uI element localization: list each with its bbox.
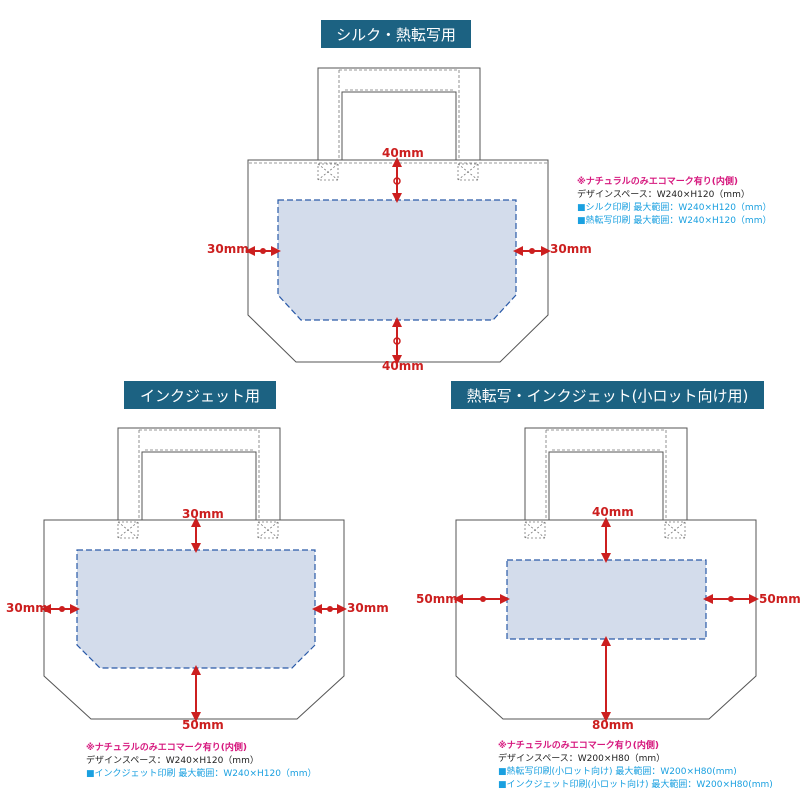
panel-2-title: インクジェット用 (124, 381, 276, 409)
panel-3-title: 熱転写・インクジェット(小ロット向け用) (451, 381, 764, 409)
bag-2 (41, 427, 347, 722)
bag-1-note-max-2: ■熱転写印刷 最大範囲：W240×H120（mm） (577, 216, 772, 226)
bag-3-label-left: 50mm (416, 592, 458, 606)
bag-1-label-top: 40mm (382, 146, 424, 160)
bag-1-attach-left (317, 163, 339, 181)
bag-1-note-max-1: ■シルク印刷 最大範囲：W240×H120（mm） (577, 203, 772, 213)
bag-2-design-area (76, 549, 316, 669)
bag-1-label-right: 30mm (550, 242, 592, 256)
bag-3-label-right: 50mm (759, 592, 800, 606)
bag-2-label-right: 30mm (347, 601, 389, 615)
bag-1-notes: ※ナチュラルのみエコマーク有り(内側) デザインスペース：W240×H120（m… (577, 176, 771, 228)
bag-2-note-space: デザインスペース：W240×H120（mm） (86, 756, 259, 766)
panel-1-title: シルク・熱転写用 (321, 20, 471, 48)
bag-3-note-eco: ※ナチュラルのみエコマーク有り(内側) (498, 741, 659, 751)
bag-3-note-space: デザインスペース：W200×H80（mm） (498, 754, 666, 764)
bag-1-note-eco: ※ナチュラルのみエコマーク有り(内側) (577, 177, 738, 187)
bag-3-note-max-2: ■インクジェット印刷(小ロット向け) 最大範囲：W200×H80(mm) (498, 780, 773, 790)
bag-2-note-max-1: ■インクジェット印刷 最大範囲：W240×H120（mm） (86, 769, 317, 779)
bag-3-design-area (506, 559, 707, 640)
bag-3-notes: ※ナチュラルのみエコマーク有り(内側) デザインスペース：W200×H80（mm… (498, 740, 773, 792)
bag-3-note-max-1: ■熱転写印刷(小ロット向け) 最大範囲：W200×H80(mm) (498, 767, 737, 777)
bag-3 (453, 427, 759, 722)
bag-1-note-space: デザインスペース：W240×H120（mm） (577, 190, 750, 200)
bag-3-label-top: 40mm (592, 505, 634, 519)
bag-1-label-left: 30mm (207, 242, 249, 256)
bag-2-note-eco: ※ナチュラルのみエコマーク有り(内側) (86, 743, 247, 753)
bag-2-notes: ※ナチュラルのみエコマーク有り(内側) デザインスペース：W240×H120（m… (86, 742, 316, 781)
bag-3-label-bottom: 80mm (592, 718, 634, 732)
bag-2-label-top: 30mm (182, 507, 224, 521)
bag-2-label-left: 30mm (6, 601, 48, 615)
bag-1-attach-right (457, 163, 479, 181)
bag-1 (245, 67, 551, 365)
bag-2-label-bottom: 50mm (182, 718, 224, 732)
bag-1-design-area (277, 199, 517, 321)
bag-1-label-bottom: 40mm (382, 359, 424, 373)
bag-1-handle-stitch (338, 69, 460, 160)
